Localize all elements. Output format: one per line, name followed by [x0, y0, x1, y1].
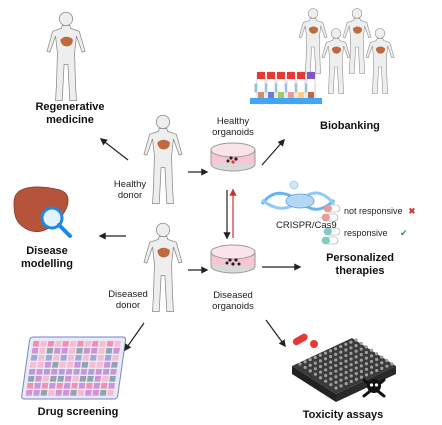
label-personalized-line1: Personalized: [326, 252, 394, 264]
label-not-responsive: not responsive: [344, 206, 403, 216]
arrows: [98, 138, 302, 352]
healthy-organoid-dish: [210, 142, 256, 172]
arrow-to-biobanking: [261, 138, 285, 166]
label-regenerative-line2: medicine: [46, 113, 94, 126]
liver-magnifier-icon: [13, 186, 72, 238]
crispr-dna-icon: [260, 180, 336, 211]
top-person-figure: [46, 11, 86, 102]
label-diseased-donor: Diseased donor: [103, 289, 153, 312]
capsule-responsive-2: [321, 236, 339, 245]
drug-screening-plate: [21, 336, 127, 400]
label-drug-screening: Drug screening: [30, 406, 126, 419]
capsule-not-responsive-1: [323, 204, 341, 213]
toxicity-pills-icon: [292, 333, 318, 348]
label-crispr: CRISPR/Cas9: [276, 220, 337, 232]
label-disease-modelling-line2: modelling: [21, 257, 73, 270]
label-not-responsive-row: not responsive ✖: [344, 206, 440, 216]
label-healthy-donor-line1: Healthy: [113, 179, 147, 190]
arrow-to-drug-screening: [124, 322, 145, 352]
label-responsive: responsive: [344, 228, 388, 238]
label-responsive-row: responsive ✔: [344, 228, 434, 238]
diseased-organoid-dish: [210, 244, 256, 274]
cross-icon: ✖: [408, 206, 416, 216]
label-personalized-therapies: Personalized therapies: [312, 252, 408, 277]
label-toxicity-assays: Toxicity assays: [288, 409, 398, 422]
label-diseased-donor-line1: Diseased: [108, 289, 148, 300]
label-drug-screening-text: Drug screening: [37, 406, 119, 418]
label-diseased-donor-line2: donor: [115, 299, 141, 311]
label-diseased-organoids-line2: organoids: [212, 300, 254, 312]
check-icon: ✔: [400, 228, 408, 238]
label-healthy-organoids: Healthy organoids: [206, 116, 260, 139]
label-healthy-donor: Healthy donor: [110, 179, 150, 202]
label-diseased-organoids: Diseased organoids: [206, 290, 260, 313]
label-healthy-organoids-line2: organoids: [212, 126, 254, 138]
arrow-to-toxicity: [265, 319, 286, 348]
label-healthy-organoids-line1: Healthy: [216, 116, 250, 127]
skull-crossbones-icon: [362, 378, 386, 398]
label-biobanking: Biobanking: [320, 120, 390, 133]
label-crispr-text: CRISPR/Cas9: [276, 220, 337, 231]
label-disease-modelling-line1: Disease: [26, 245, 68, 257]
label-personalized-line2: therapies: [335, 264, 385, 277]
label-disease-modelling: Disease modelling: [12, 245, 82, 270]
toxicity-plate: [292, 338, 396, 402]
arrow-to-regenerative: [99, 138, 129, 161]
label-regenerative-line1: Regenerative: [35, 101, 105, 113]
biobank-tubes: [250, 71, 322, 105]
label-diseased-organoids-line1: Diseased: [213, 290, 253, 301]
label-regenerative-medicine: Regenerative medicine: [30, 101, 110, 126]
label-biobanking-text: Biobanking: [320, 120, 380, 132]
label-healthy-donor-line2: donor: [117, 189, 143, 201]
label-toxicity-assays-text: Toxicity assays: [302, 409, 384, 421]
